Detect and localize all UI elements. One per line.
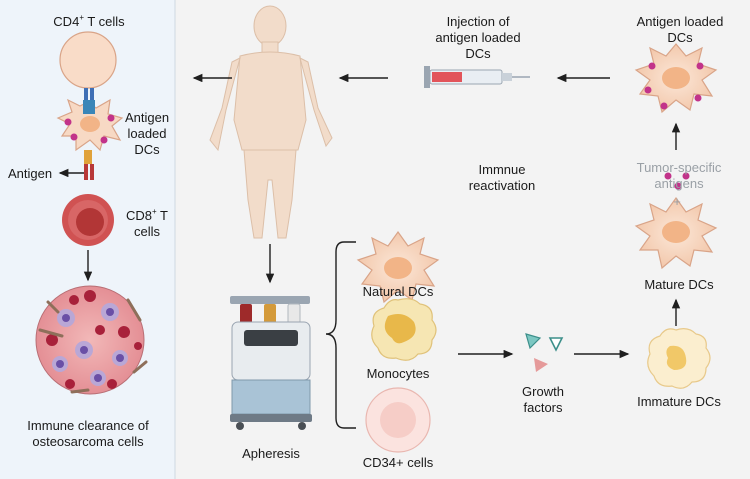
antigen-label: Antigen	[7, 166, 53, 181]
cd4-t-cell	[59, 31, 117, 102]
monocytes-label: Monocytes	[366, 366, 430, 381]
antigen-loaded-dcs-top-label: Antigen loaded DCs	[636, 14, 724, 45]
growth-factors-label: Growth factors	[522, 384, 564, 415]
antigen-loaded-dcs-left-label: Antigen loaded DCs	[124, 110, 170, 157]
natural-dc	[356, 230, 440, 304]
antigen-loaded-dc-left	[56, 98, 124, 180]
cd34-cells-label: CD34+ cells	[362, 455, 434, 470]
immune-clearance-label: Immune clearance of osteosarcoma cells	[27, 418, 149, 449]
syringe-icon	[424, 66, 530, 88]
natural-dcs-label: Natural DCs	[362, 284, 434, 299]
growth-factor-icon	[525, 333, 564, 372]
antigen-dot	[70, 133, 78, 141]
cd8-t-cells-label: CD8+ T cells	[125, 207, 168, 240]
bracket-icon	[325, 241, 356, 429]
antigen-dot	[674, 182, 682, 190]
antigen-dot	[107, 114, 115, 122]
human-body-icon	[209, 5, 333, 239]
injection-label: Injection of antigen loaded DCs	[435, 14, 521, 61]
immature-dcs-label: Immature DCs	[637, 394, 721, 409]
tumor-mass-icon	[35, 285, 148, 395]
antigen-dot	[682, 172, 690, 180]
plus-sign: +	[673, 194, 681, 209]
apheresis-machine-icon	[230, 296, 312, 430]
cd8-t-cell	[62, 194, 114, 246]
antigen-dot	[100, 136, 108, 144]
immature-dc	[647, 328, 711, 389]
antigen-loaded-dc-top	[634, 43, 718, 114]
cd4-t-cells-label: CD4+ T cells	[53, 13, 125, 30]
cd34-cell	[365, 387, 431, 453]
antigen-dot	[664, 172, 672, 180]
mature-dcs-label: Mature DCs	[644, 277, 714, 292]
apheresis-label: Apheresis	[242, 446, 300, 461]
antigen-dot	[64, 118, 72, 126]
mature-dc	[634, 196, 718, 270]
tumor-specific-antigens-label: Tumor-specific antigens	[636, 160, 722, 191]
immune-reactivation-label: Immnue reactivation	[468, 162, 536, 193]
monocyte	[371, 298, 437, 361]
